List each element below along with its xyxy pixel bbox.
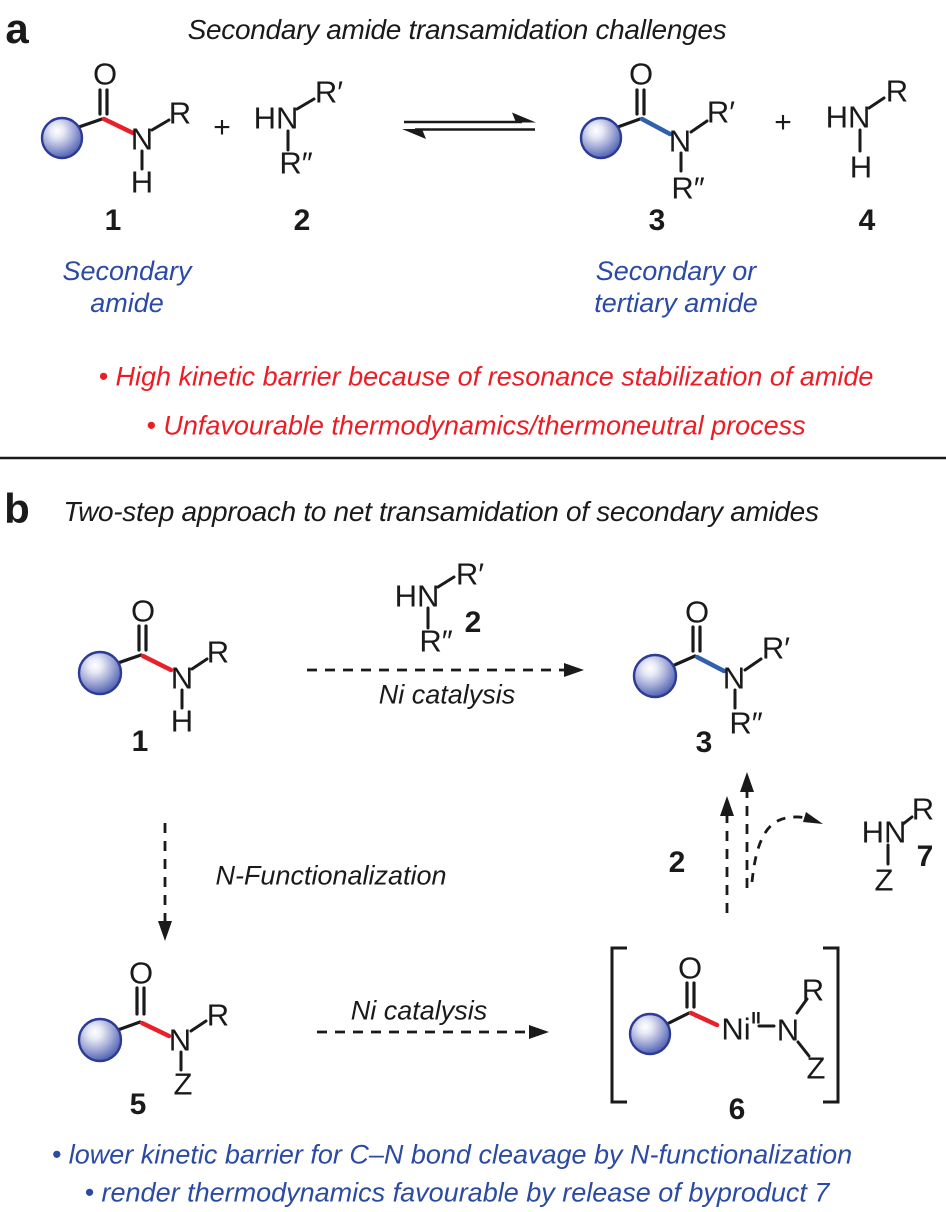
dashed-curved-arrow-byproduct [750,812,823,883]
b3-r-prime-label: R′ [761,630,791,666]
acyl-sphere-icon [40,116,84,160]
panel-b-structure-5-bonds [113,986,208,1072]
panel-b-structure-6-bonds [663,981,811,1058]
caption-secondary-or-tertiary-amide: Secondary or tertiary amide [594,256,758,318]
compound-6-number: 6 [728,1093,746,1126]
acyl-sphere-icon [77,650,123,696]
a1-n-label: N [130,121,154,157]
dashed-arrow-ni-catalysis-1 [307,663,584,677]
acyl-sphere-icon [77,1017,123,1063]
a3-o-label: O [628,56,654,92]
panel-b-structure-3-bonds [668,625,763,710]
compound-2-number: 2 [464,606,482,639]
a3-n-label: N [668,123,692,159]
b7-hn-label: HN [861,814,907,850]
b1-n-label: N [170,660,194,696]
b7-r-label: R [911,791,935,827]
b5-n-label: N [168,1022,192,1058]
a1-r-label: R [168,95,192,131]
a3-r-prime-label: R′ [706,94,736,130]
b6-ni-oxidation-state: II [751,1008,761,1028]
plus-sign: + [774,106,792,139]
equilibrium-arrow-icon [402,112,536,139]
panel-a-bullet-kinetic: • High kinetic barrier because of resona… [98,361,874,392]
dashed-arrow-ni-catalysis-2 [317,1025,549,1039]
b3-r-dprime-label: R″ [729,705,763,741]
b6-ni-label: Ni [721,1011,751,1047]
acyl-sphere-icon [628,1012,672,1056]
a1-o-label: O [92,56,118,92]
a2-r-dprime-label: R″ [279,145,313,181]
compound-1-number: 1 [131,725,149,758]
panel-a-bullet-thermodynamics: • Unfavourable thermodynamics/thermoneut… [146,410,806,441]
b1-o-label: O [130,593,156,629]
b2-r-dprime-label: R″ [419,623,453,659]
panel-a-title: Secondary amide transamidation challenge… [187,14,727,45]
plus-sign: + [213,111,231,144]
dashed-arrow-n-functionalization [158,823,172,941]
b5-o-label: O [128,955,154,991]
dashed-up-arrows [720,772,754,913]
b6-z-label: Z [806,1050,826,1086]
a3-r-dprime-label: R″ [671,170,705,206]
b5-z-label: Z [173,1066,193,1102]
panel-b-letter: b [4,485,30,532]
compound-2-number: 2 [293,204,311,237]
b7-z-label: Z [874,862,894,898]
compound-3-number: 3 [695,726,713,759]
caption-secondary-amide: Secondary amide [62,256,192,318]
intermediate-brackets [610,946,840,1104]
compound-4-number: 4 [858,204,876,237]
a1-h-label: H [130,164,154,200]
compound-5-number: 5 [129,1088,147,1121]
b6-n-label: N [776,1012,800,1048]
b1-r-label: R [206,634,230,670]
panel-a-structure-1-bonds [74,88,171,171]
b5-r-label: R [206,997,230,1033]
compound-7-number: 7 [916,840,934,873]
recycle-2-number: 2 [668,846,686,879]
a4-h-label: H [849,149,873,185]
b2-hn-label: HN [394,578,440,614]
panel-b-bullet-thermodynamics: • render thermodynamics favourable by re… [84,1177,830,1208]
panel-b-structure-1-bonds [113,624,209,710]
ni-catalysis-label: Ni catalysis [378,679,516,710]
panel-b-structure-7-bonds [886,815,914,866]
panel-a-structure-4-bonds [858,96,886,153]
b3-n-label: N [722,660,746,696]
panel-a-letter: a [5,5,29,52]
n-functionalization-label: N-Functionalization [215,860,447,891]
ni-catalysis-label: Ni catalysis [350,995,488,1026]
b2-r-prime-label: R′ [455,556,485,592]
panel-a-structure-2-bonds [286,97,316,152]
panel-b-title: Two-step approach to net transamidation … [63,496,819,527]
a4-hn-label: HN [825,99,871,135]
compound-1-number: 1 [104,204,122,237]
compound-3-number: 3 [648,204,666,237]
acyl-sphere-icon [579,116,623,160]
b1-h-label: H [170,703,194,739]
b3-o-label: O [684,594,710,630]
a2-hn-label: HN [253,100,299,136]
panel-b-reagent-2-bonds [426,575,456,630]
panel-b-bullet-kinetic: • lower kinetic barrier for C–N bond cle… [51,1139,853,1170]
a2-r-prime-label: R′ [314,74,344,110]
a4-r-label: R [885,73,909,109]
b6-o-label: O [677,950,703,986]
acyl-sphere-icon [632,653,678,699]
panel-a-structure-3-bonds [613,88,709,173]
b6-r-label: R [801,972,825,1008]
